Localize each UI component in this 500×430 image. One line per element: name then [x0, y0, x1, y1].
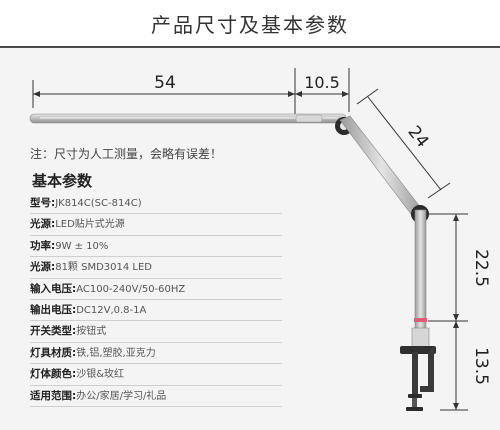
spec-label: 输入电压:	[30, 282, 77, 295]
spec-label: 功率:	[30, 239, 56, 252]
dimension-10-5-label: 10.5	[304, 73, 340, 92]
spec-label: 灯具材质:	[30, 346, 77, 359]
spec-label: 光源:	[30, 261, 56, 274]
spec-label: 光源:	[30, 218, 56, 231]
dimension-22-5: 22.5	[428, 213, 491, 322]
dimension-54-label: 54	[154, 73, 176, 93]
spec-label: 开关类型:	[30, 325, 77, 338]
spec-row: 输出电压:DC12V,0.8-1A	[30, 300, 282, 322]
page-title: 产品尺寸及基本参数	[151, 13, 349, 37]
page-header: 产品尺寸及基本参数	[0, 0, 500, 46]
spec-row: 光源:LED贴片式光源	[30, 214, 282, 236]
lamp-dimension-drawing: 54 10.5 24	[29, 68, 491, 411]
lamp-head	[29, 113, 347, 124]
spec-row: 灯具材质:铁,铝,塑胶,亚克力	[30, 343, 282, 365]
spec-value: LED贴片式光源	[55, 219, 125, 231]
spec-value: 沙银&玫红	[76, 369, 125, 381]
dimension-10-5: 10.5	[295, 68, 350, 112]
spec-value: 办公/家居/学习/礼品	[76, 390, 167, 402]
spec-label: 型号:	[30, 197, 56, 209]
spec-value: 铁,铝,塑胶,亚克力	[76, 347, 156, 359]
dimension-22-5-label: 22.5	[471, 249, 491, 287]
spec-value: JK814C(SC-814C)	[55, 198, 142, 209]
spec-row: 开关类型:按钮式	[30, 321, 282, 343]
spec-row: 灯体颜色:沙银&玫红	[30, 364, 282, 386]
lower-arm	[414, 209, 427, 331]
spec-row: 适用范围:办公/家居/学习/礼品	[30, 386, 282, 407]
dimension-13-5-label: 13.5	[471, 347, 491, 385]
base-clamp	[400, 327, 436, 411]
spec-value: AC100-240V/50-60HZ	[76, 283, 186, 295]
spec-label: 灯体颜色:	[30, 368, 77, 381]
spec-label: 适用范围:	[30, 389, 77, 402]
dimension-13-5: 13.5	[440, 321, 491, 411]
spec-row: 输入电压:AC100-240V/50-60HZ	[30, 279, 282, 300]
spec-row: 功率:9W ± 10%	[30, 236, 282, 258]
measurement-note: 注：尺寸为人工测量，会略有误差！	[30, 147, 223, 161]
spec-row: 光源:81颗 SMD3014 LED	[30, 257, 282, 279]
spec-row: 型号:JK814C(SC-814C)	[30, 193, 282, 215]
spec-label: 输出电压:	[30, 303, 77, 316]
header-divider	[0, 46, 500, 48]
spec-value: 按钮式	[76, 326, 107, 338]
dimension-54: 54	[32, 68, 296, 114]
spec-value: 81颗 SMD3014 LED	[55, 262, 152, 274]
spec-value: 9W ± 10%	[55, 240, 109, 252]
spec-section-title: 基本参数	[32, 172, 93, 190]
spec-value: DC12V,0.8-1A	[76, 304, 147, 316]
spec-table: 型号:JK814C(SC-814C) 光源:LED贴片式光源 功率:9W ± 1…	[30, 193, 282, 407]
